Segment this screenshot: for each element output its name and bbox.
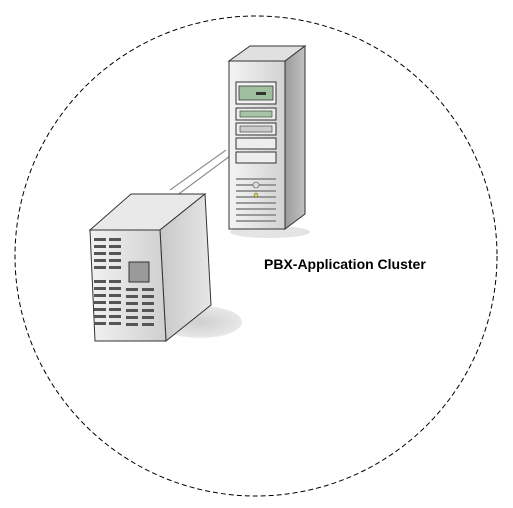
cluster-label: PBX-Application Cluster (264, 256, 426, 272)
cube-server-icon (88, 193, 242, 342)
tower-server-icon (227, 45, 310, 238)
cluster-boundary (14, 15, 498, 497)
connection-cable (169, 149, 231, 197)
